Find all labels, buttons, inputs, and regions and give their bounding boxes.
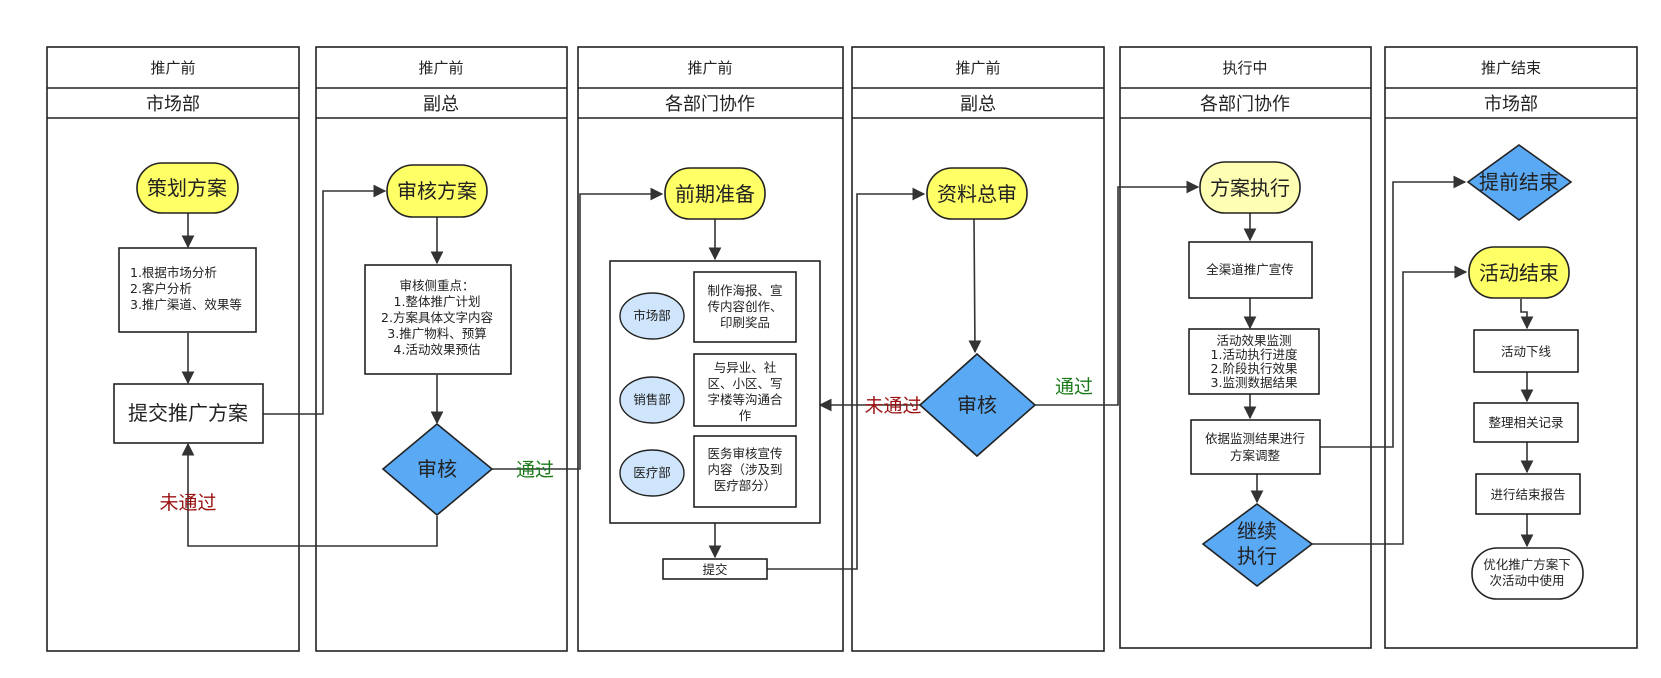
node-focus-line-2: 1.整体推广计划	[394, 294, 481, 309]
node-focus-line-4: 3.推广物料、预算	[387, 326, 486, 341]
node-records-text: 整理相关记录	[1488, 415, 1563, 430]
node-report-text: 进行结束报告	[1490, 487, 1565, 502]
lane-1-phase: 推广前	[150, 59, 195, 77]
node-monitor: 活动效果监测 1.活动执行进度 2.阶段执行效果 3.监测数据结果	[1188, 328, 1320, 395]
node-final-review: 资料总审	[926, 167, 1028, 220]
dept-medical-task-3: 医疗部分）	[714, 478, 777, 493]
lane-4-phase: 推广前	[955, 59, 1000, 77]
node-focus-line-3: 2.方案具体文字内容	[381, 310, 493, 325]
node-monitor-line-2: 1.活动执行进度	[1211, 347, 1298, 362]
node-notes-line-1: 1.根据市场分析	[130, 265, 217, 280]
node-submit-plan: 提交推广方案	[113, 383, 264, 444]
node-review-plan: 审核方案	[386, 164, 488, 218]
lane-4: 推广前 副总	[851, 46, 1105, 652]
edges	[181, 175, 1534, 570]
node-review-plan-text: 审核方案	[397, 179, 477, 203]
node-early-end: 提前结束	[1466, 144, 1573, 221]
node-submit-text: 提交	[702, 562, 727, 577]
node-continue: 继续 执行	[1201, 503, 1314, 588]
node-notes-line-2: 2.客户分析	[130, 281, 192, 296]
dept-sales-task-1: 与异业、社	[714, 360, 777, 375]
node-review-1: 审核	[381, 422, 494, 517]
node-execute: 方案执行	[1199, 161, 1301, 214]
edge-submit-to-review-plan	[263, 184, 387, 415]
lane-5-dept: 各部门协作	[1200, 94, 1290, 115]
edge-activity-end-to-offline	[1520, 299, 1534, 330]
node-focus: 审核侧重点： 1.整体推广计划 2.方案具体文字内容 3.推广物料、预算 4.活…	[364, 264, 512, 375]
node-review-1-text: 审核	[417, 457, 457, 481]
edge-review-fail-back	[181, 442, 438, 547]
lane-2-dept: 副总	[423, 94, 459, 115]
node-optimize-line-2: 次活动中使用	[1489, 573, 1564, 588]
node-optimize: 优化推广方案下 次活动中使用	[1471, 547, 1584, 600]
node-adjust-line-1: 依据监测结果进行	[1205, 431, 1305, 446]
lane-2-phase: 推广前	[418, 59, 463, 77]
dept-market-task-2: 传内容创作、	[707, 299, 782, 314]
lane-6-phase: 推广结束	[1481, 59, 1541, 77]
lane-3-dept: 各部门协作	[665, 94, 755, 115]
edge-review-pass-to-prep	[492, 187, 664, 470]
node-records: 整理相关记录	[1473, 402, 1579, 443]
dept-medical-task-1: 医务审核宣传	[707, 446, 782, 461]
node-activity-end-text: 活动结束	[1479, 261, 1559, 285]
node-offline: 活动下线	[1473, 329, 1579, 373]
node-continue-line-2: 执行	[1237, 544, 1277, 568]
dept-sales-task-4: 作	[739, 408, 752, 423]
dept-market: 市场部 制作海报、宣 传内容创作、 印刷奖品	[619, 271, 797, 343]
node-offline-text: 活动下线	[1501, 344, 1552, 359]
node-submit: 提交	[662, 558, 768, 580]
edge-submit-to-final-review	[767, 187, 926, 570]
node-focus-line-1: 审核侧重点：	[399, 278, 474, 293]
dept-market-task-3: 印刷奖品	[720, 315, 770, 330]
node-promo-text: 全渠道推广宣传	[1206, 262, 1294, 277]
lane-4-dept: 副总	[960, 94, 996, 115]
node-plan-text: 策划方案	[147, 176, 227, 200]
node-prep-text: 前期准备	[675, 182, 755, 206]
dept-market-name: 市场部	[633, 308, 671, 323]
edge-review-pass-to-execute	[1035, 180, 1200, 406]
node-review-2: 审核	[918, 352, 1037, 458]
node-execute-text: 方案执行	[1210, 176, 1290, 200]
lane-5-phase: 执行中	[1222, 59, 1267, 77]
dept-medical-task-2: 内容（涉及到	[707, 462, 782, 477]
node-submit-plan-text: 提交推广方案	[128, 401, 248, 425]
node-early-end-text: 提前结束	[1479, 170, 1559, 194]
lane-1-dept: 市场部	[146, 94, 200, 115]
dept-sales-task-2: 区、小区、写	[707, 376, 782, 391]
node-monitor-line-3: 2.阶段执行效果	[1211, 361, 1298, 376]
node-plan: 策划方案	[136, 162, 239, 214]
node-review-2-text: 审核	[957, 393, 997, 417]
lane-1: 推广前 市场部	[46, 46, 300, 652]
dept-sales: 销售部 与异业、社 区、小区、写 字楼等沟通合 作	[619, 353, 797, 427]
edge-adjust-to-early-end	[1320, 175, 1467, 448]
lane-3-phase: 推广前	[687, 59, 732, 77]
node-adjust: 依据监测结果进行 方案调整	[1190, 419, 1321, 475]
dept-medical: 医疗部 医务审核宣传 内容（涉及到 医疗部分）	[619, 435, 797, 508]
node-optimize-line-1: 优化推广方案下	[1483, 557, 1571, 572]
node-adjust-line-2: 方案调整	[1230, 448, 1281, 463]
dept-sales-task-3: 字楼等沟通合	[707, 392, 783, 407]
node-prep: 前期准备	[664, 167, 766, 220]
edge-final-review-to-review	[968, 218, 982, 354]
node-monitor-line-1: 活动效果监测	[1216, 333, 1291, 348]
label-pass-1: 通过	[516, 459, 554, 481]
dept-market-task-1: 制作海报、宣	[707, 283, 782, 298]
dept-medical-name: 医疗部	[633, 465, 671, 480]
label-fail-2: 未通过	[864, 395, 921, 417]
node-report: 进行结束报告	[1475, 473, 1581, 515]
label-pass-2: 通过	[1055, 376, 1093, 398]
node-continue-line-1: 继续	[1237, 519, 1277, 543]
node-promo: 全渠道推广宣传	[1188, 241, 1313, 299]
node-monitor-line-4: 3.监测数据结果	[1211, 375, 1298, 390]
node-final-review-text: 资料总审	[937, 182, 1017, 206]
label-fail-1: 未通过	[159, 492, 216, 514]
node-notes-line-3: 3.推广渠道、效果等	[130, 297, 242, 312]
lane-6-dept: 市场部	[1484, 94, 1538, 115]
edge-continue-to-activity-end	[1312, 265, 1468, 545]
dept-sales-name: 销售部	[633, 392, 671, 407]
node-activity-end: 活动结束	[1468, 246, 1570, 299]
node-focus-line-5: 4.活动效果预估	[394, 342, 481, 357]
node-notes: 1.根据市场分析 2.客户分析 3.推广渠道、效果等	[118, 247, 257, 333]
